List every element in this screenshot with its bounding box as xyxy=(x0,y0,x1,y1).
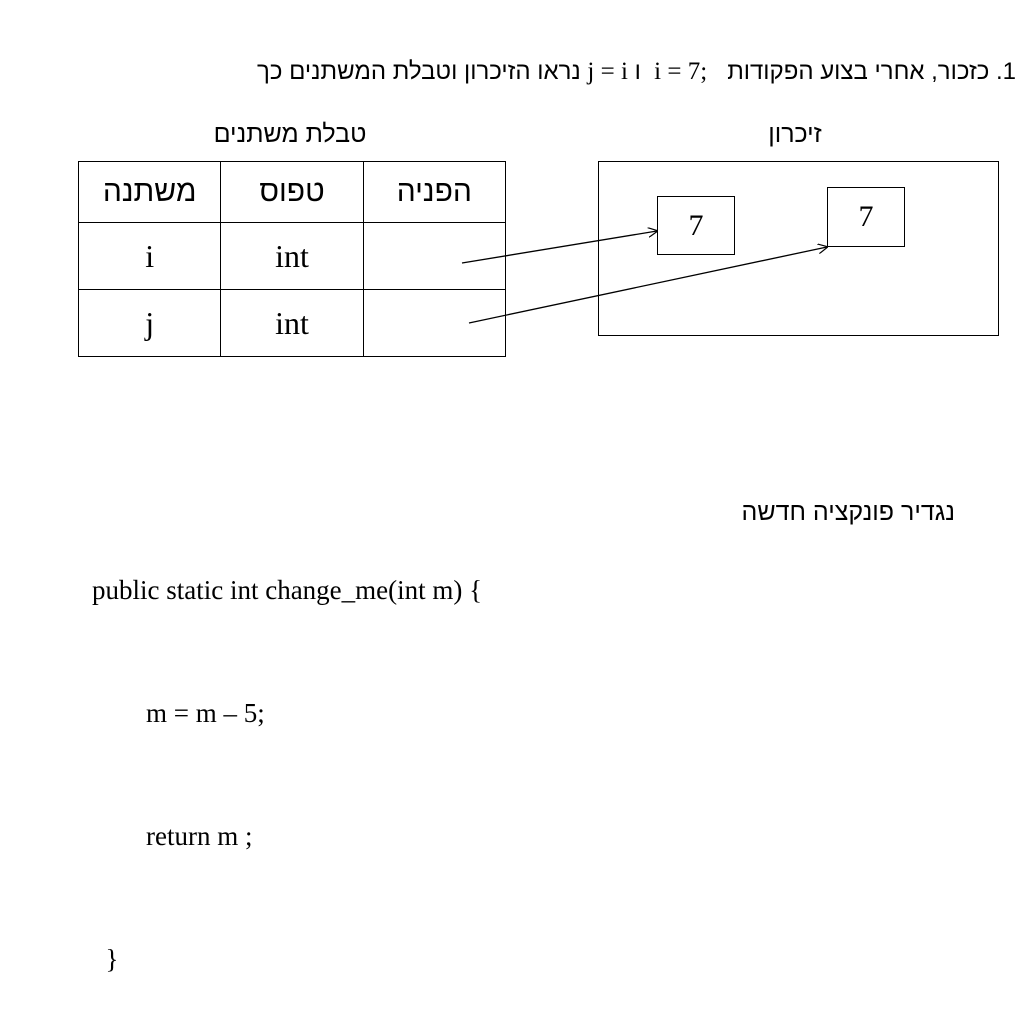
header-code-1: i = 7; xyxy=(654,58,708,85)
header-and: ו xyxy=(634,58,641,85)
table-row: i int xyxy=(77,222,507,290)
code-line: m = m – 5; xyxy=(92,698,265,728)
code-block: public static int change_me(int m) { m =… xyxy=(92,488,482,1021)
column-header-reference: הפניה xyxy=(362,161,507,223)
variable-reference-cell xyxy=(362,289,507,357)
column-header-variable: משתנה xyxy=(77,161,222,223)
variable-table: משתנה טפוס הפניה i int j int xyxy=(77,161,507,357)
header-prefix: 1. כזכור, אחרי בצוע הפקודות xyxy=(727,58,1016,85)
variable-type-cell: int xyxy=(220,289,364,357)
variable-reference-cell xyxy=(362,222,507,290)
header-suffix: נראו הזיכרון וטבלת המשתנים כך xyxy=(257,58,581,85)
table-header-row: משתנה טפוס הפניה xyxy=(77,161,507,223)
variable-type-cell: int xyxy=(220,222,364,290)
define-function-note: נגדיר פונקציה חדשה xyxy=(741,498,955,526)
header-sentence: נראו הזיכרון וטבלת המשתנים כך j = i ו i … xyxy=(0,52,1016,92)
code-line: public static int change_me(int m) { xyxy=(92,575,483,605)
column-header-type: טפוס xyxy=(220,161,364,223)
variable-name-cell: i xyxy=(77,222,222,290)
variable-name-cell: j xyxy=(77,289,222,357)
table-row: j int xyxy=(77,289,507,357)
code-line: } xyxy=(92,944,119,974)
memory-title: זיכרון xyxy=(768,120,822,148)
header-code-2: j = i xyxy=(587,58,628,85)
memory-cell: 7 xyxy=(657,196,735,255)
code-line: return m ; xyxy=(92,821,253,851)
memory-cell: 7 xyxy=(827,187,905,247)
variable-table-title: טבלת משתנים xyxy=(213,120,367,148)
